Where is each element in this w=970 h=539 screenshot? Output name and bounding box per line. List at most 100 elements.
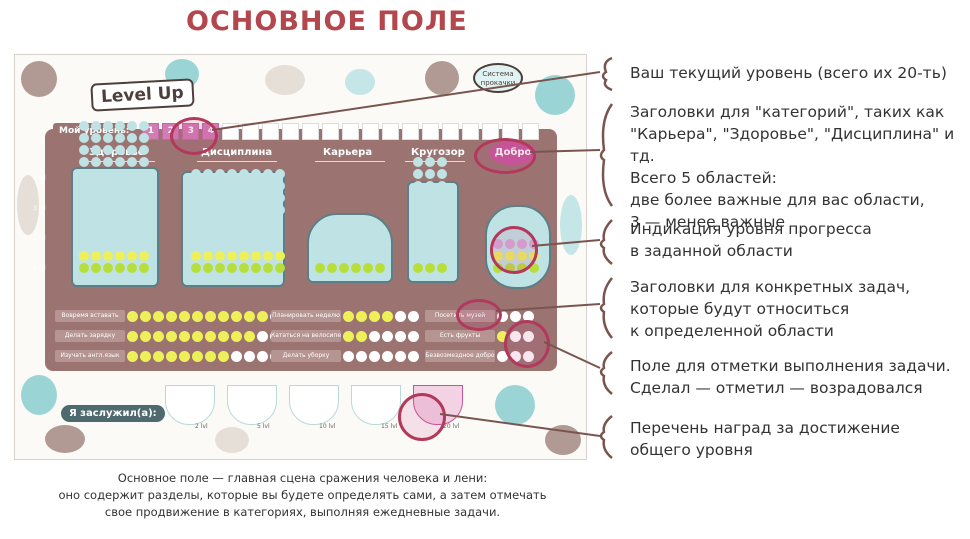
- progress-ball[interactable]: [425, 263, 435, 273]
- progress-ball[interactable]: [103, 169, 113, 179]
- progress-ball[interactable]: [127, 121, 137, 131]
- level-cell[interactable]: [462, 122, 480, 140]
- progress-ball[interactable]: [275, 205, 285, 215]
- progress-ball[interactable]: [91, 145, 101, 155]
- task-check-dot[interactable]: [166, 310, 177, 322]
- task-check-dot[interactable]: [257, 350, 268, 362]
- progress-ball[interactable]: [425, 193, 435, 203]
- progress-ball[interactable]: [351, 263, 361, 273]
- progress-ball[interactable]: [215, 169, 225, 179]
- task-check-dot[interactable]: [140, 310, 151, 322]
- progress-ball[interactable]: [263, 193, 273, 203]
- task-check-dot[interactable]: [218, 330, 229, 342]
- task-check-dot[interactable]: [369, 350, 380, 362]
- progress-ball[interactable]: [263, 205, 273, 215]
- progress-ball[interactable]: [127, 169, 137, 179]
- level-cell[interactable]: [442, 122, 460, 140]
- progress-ball[interactable]: [263, 251, 273, 261]
- task-check-dot[interactable]: [356, 350, 367, 362]
- task-check-dot[interactable]: [166, 330, 177, 342]
- progress-ball[interactable]: [413, 205, 423, 215]
- level-cell[interactable]: [522, 122, 540, 140]
- level-cell[interactable]: [242, 122, 260, 140]
- progress-ball[interactable]: [251, 181, 261, 191]
- progress-ball[interactable]: [239, 205, 249, 215]
- progress-ball[interactable]: [191, 263, 201, 273]
- progress-ball[interactable]: [127, 145, 137, 155]
- task-check-dot[interactable]: [395, 330, 406, 342]
- progress-ball[interactable]: [239, 169, 249, 179]
- progress-ball[interactable]: [115, 133, 125, 143]
- task-check-dot[interactable]: [205, 350, 216, 362]
- progress-ball[interactable]: [251, 263, 261, 273]
- progress-ball[interactable]: [437, 205, 447, 215]
- progress-ball[interactable]: [227, 193, 237, 203]
- progress-ball[interactable]: [127, 181, 137, 191]
- task-check-dot[interactable]: [231, 310, 242, 322]
- task-check-dot[interactable]: [356, 310, 367, 322]
- progress-ball[interactable]: [115, 145, 125, 155]
- progress-ball[interactable]: [215, 263, 225, 273]
- task-check-dot[interactable]: [192, 310, 203, 322]
- progress-ball[interactable]: [79, 133, 89, 143]
- level-cell[interactable]: [402, 122, 420, 140]
- task-check-dot[interactable]: [127, 350, 138, 362]
- reward-slot[interactable]: [227, 385, 277, 425]
- progress-ball[interactable]: [103, 263, 113, 273]
- task-check-dot[interactable]: [244, 310, 255, 322]
- progress-ball[interactable]: [91, 157, 101, 167]
- progress-ball[interactable]: [139, 133, 149, 143]
- progress-ball[interactable]: [191, 251, 201, 261]
- task-title[interactable]: Планировать неделю: [271, 310, 341, 322]
- level-cell[interactable]: [342, 122, 360, 140]
- task-check-dot[interactable]: [523, 310, 534, 322]
- level-cell[interactable]: [422, 122, 440, 140]
- progress-ball[interactable]: [425, 157, 435, 167]
- progress-ball[interactable]: [263, 169, 273, 179]
- progress-ball[interactable]: [437, 193, 447, 203]
- progress-ball[interactable]: [363, 263, 373, 273]
- task-check-dot[interactable]: [218, 310, 229, 322]
- progress-ball[interactable]: [275, 193, 285, 203]
- task-check-dot[interactable]: [257, 330, 268, 342]
- progress-ball[interactable]: [239, 181, 249, 191]
- progress-ball[interactable]: [115, 251, 125, 261]
- progress-ball[interactable]: [275, 181, 285, 191]
- level-cell[interactable]: [262, 122, 280, 140]
- task-check-dot[interactable]: [408, 350, 419, 362]
- progress-ball[interactable]: [79, 169, 89, 179]
- progress-ball[interactable]: [437, 157, 447, 167]
- progress-ball[interactable]: [529, 263, 539, 273]
- progress-ball[interactable]: [275, 251, 285, 261]
- task-check-dot[interactable]: [369, 310, 380, 322]
- progress-ball[interactable]: [203, 193, 213, 203]
- progress-ball[interactable]: [127, 263, 137, 273]
- progress-ball[interactable]: [91, 181, 101, 191]
- progress-ball[interactable]: [139, 145, 149, 155]
- level-cell[interactable]: [302, 122, 320, 140]
- progress-ball[interactable]: [437, 263, 447, 273]
- progress-ball[interactable]: [127, 157, 137, 167]
- task-check-dot[interactable]: [205, 310, 216, 322]
- progress-ball[interactable]: [91, 251, 101, 261]
- task-check-dot[interactable]: [244, 350, 255, 362]
- task-title[interactable]: Вовремя вставать: [55, 310, 125, 322]
- progress-ball[interactable]: [203, 169, 213, 179]
- task-check-dot[interactable]: [179, 330, 190, 342]
- progress-ball[interactable]: [79, 263, 89, 273]
- progress-ball[interactable]: [127, 251, 137, 261]
- progress-ball[interactable]: [413, 169, 423, 179]
- task-check-dot[interactable]: [153, 310, 164, 322]
- progress-ball[interactable]: [79, 145, 89, 155]
- progress-ball[interactable]: [251, 169, 261, 179]
- progress-ball[interactable]: [203, 263, 213, 273]
- progress-ball[interactable]: [413, 181, 423, 191]
- progress-ball[interactable]: [413, 263, 423, 273]
- progress-ball[interactable]: [251, 251, 261, 261]
- progress-ball[interactable]: [263, 263, 273, 273]
- progress-ball[interactable]: [315, 263, 325, 273]
- progress-ball[interactable]: [425, 169, 435, 179]
- task-check-dot[interactable]: [382, 350, 393, 362]
- task-check-dot[interactable]: [408, 330, 419, 342]
- task-title[interactable]: Делать зарядку: [55, 330, 125, 342]
